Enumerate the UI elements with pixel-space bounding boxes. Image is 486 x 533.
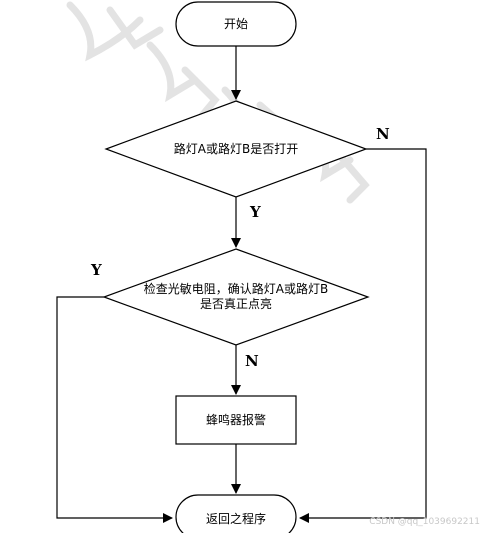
start-label: 开始 [224,17,248,31]
process-label: 蜂鸣器报警 [206,412,266,427]
start-node: 开始 [175,1,297,47]
decision1-yes-label: Y [249,203,261,221]
decision1-no-label: N [376,125,390,143]
process-node: 蜂鸣器报警 [175,395,297,445]
decision1-label: 路灯A或路灯B是否打开 [174,141,298,156]
decision2-yes-label: Y [90,261,102,279]
edge-decision2-yes [56,296,173,523]
decision2-node: 检查光敏电阻，确认路灯A或路灯B 是否真正点亮 [102,248,370,346]
end-node: 返回之程序 [175,494,297,533]
decision2-label-line2: 是否真正点亮 [200,296,272,311]
decision1-node: 路灯A或路灯B是否打开 [104,100,368,198]
end-label: 返回之程序 [206,511,266,526]
csdn-watermark: CSDN @qq_1039692211 [369,517,480,527]
decision2-no-label: N [245,352,259,370]
edge-decision1-no [299,148,427,523]
decision2-label-line1: 检查光敏电阻，确认路灯A或路灯B [144,281,328,296]
